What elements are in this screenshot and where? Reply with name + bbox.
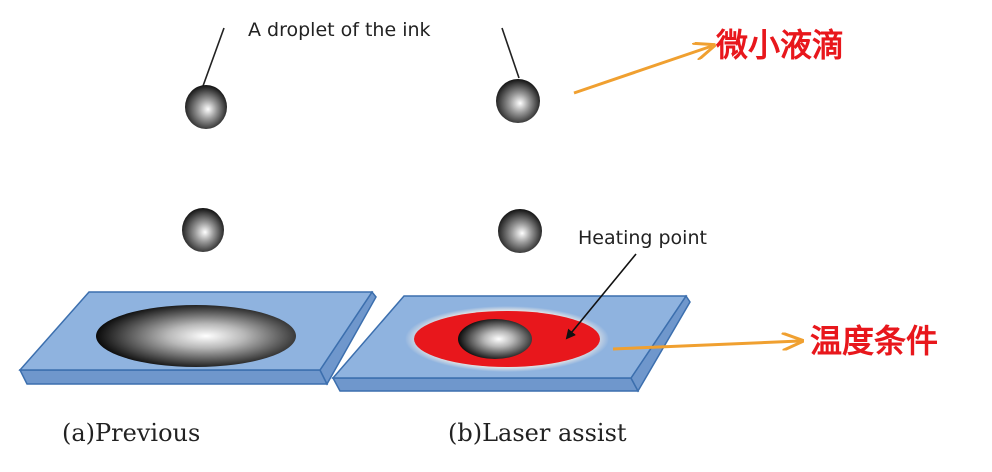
ink-spread-previous xyxy=(96,305,296,367)
temperature-condition-arrow xyxy=(612,341,800,349)
droplet-lower-left xyxy=(182,208,224,252)
droplet-leader-left xyxy=(202,27,225,87)
temperature-condition-annotation: 温度条件 xyxy=(810,322,938,360)
ink-spread-laser xyxy=(458,319,532,359)
droplet-label: A droplet of the ink xyxy=(248,19,431,41)
droplet-lower-right xyxy=(498,209,542,253)
droplet-leader-right xyxy=(501,27,520,79)
caption-laser-assist: (b)Laser assist xyxy=(448,419,627,447)
droplet-upper-right xyxy=(496,79,540,123)
heating-point-arrow xyxy=(565,253,637,340)
heating-point-label: Heating point xyxy=(578,227,707,249)
droplet-upper-left xyxy=(185,85,227,129)
micro-droplet-annotation: 微小液滴 xyxy=(715,26,844,64)
caption-previous: (a)Previous xyxy=(62,419,200,447)
micro-droplet-arrow xyxy=(573,46,712,95)
